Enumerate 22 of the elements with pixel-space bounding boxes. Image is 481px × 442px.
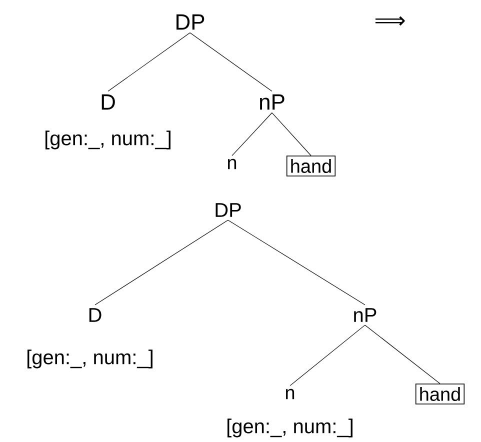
tree-branch [290, 324, 366, 386]
feature-label: [gen:_, num:_] [28, 350, 152, 368]
tree-branch [272, 112, 312, 156]
tree-branch [228, 220, 366, 306]
implication-arrow: ⟹ [376, 16, 405, 26]
boxed-node: hand [415, 384, 465, 404]
tree-node-label: DP [216, 203, 241, 217]
feature-label: [gen:_, num:_] [228, 418, 352, 438]
tree-branch [94, 220, 228, 306]
tree-node-label: nP [260, 94, 284, 110]
tree-node-label: n [286, 388, 294, 400]
boxed-node: hand [286, 156, 336, 176]
tree-branch [232, 112, 272, 156]
tree-node-label: nP [354, 308, 376, 322]
tree-node-label: D [89, 308, 102, 322]
tree-node-label: n [228, 158, 236, 170]
feature-label: [gen:_, num:_] [46, 130, 170, 150]
tree-branch [364, 324, 440, 384]
tree-node-label: DP [176, 14, 204, 30]
tree-branch [108, 32, 190, 92]
tree-branch [190, 32, 272, 92]
tree-node-label: D [102, 94, 115, 110]
